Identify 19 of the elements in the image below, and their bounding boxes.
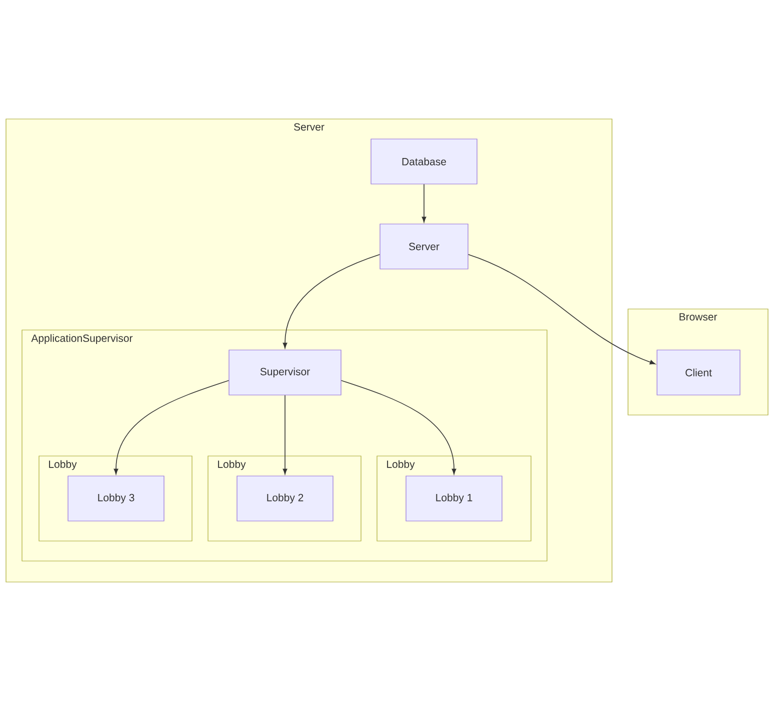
group-title: Server: [294, 123, 324, 131]
process-box: Lobby 1: [406, 476, 502, 522]
group-title: Lobby: [49, 460, 77, 470]
process-box: Lobby 2: [236, 476, 334, 522]
arrow: [340, 380, 456, 474]
arrow: [468, 254, 656, 364]
process-box: Supervisor: [228, 350, 342, 396]
process-box: Client: [656, 350, 740, 396]
process-box: Server: [380, 224, 468, 270]
group-title: ApplicationSupervisor: [31, 334, 133, 344]
arrow: [282, 394, 288, 474]
group-title: Lobby: [387, 460, 415, 470]
arrow: [282, 254, 380, 348]
process-box: Database: [370, 138, 478, 184]
group-title: Browser: [680, 313, 718, 321]
group-title: Lobby: [218, 460, 246, 470]
arrow: [422, 184, 426, 222]
arrow: [114, 380, 230, 474]
process-box: Lobby 3: [68, 476, 164, 522]
